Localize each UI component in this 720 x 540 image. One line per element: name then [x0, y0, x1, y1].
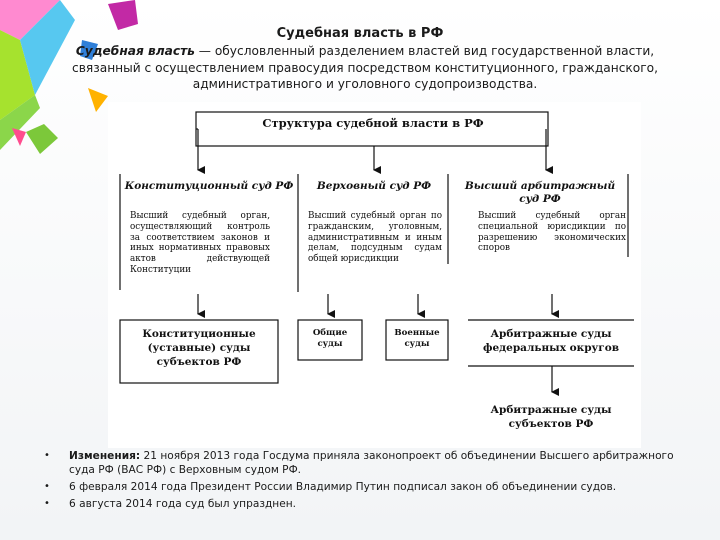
label-general: Общие суды [312, 328, 348, 349]
list-item: • Изменения: 21 ноября 2013 года Госдума … [44, 449, 684, 477]
bullet-mark: • [44, 450, 50, 461]
column-head-constitutional: Конституционный суд РФ [124, 180, 294, 192]
box-general [297, 319, 363, 361]
changes-lead: Изменения: [69, 450, 141, 462]
changes-list: • Изменения: 21 ноября 2013 года Госдума … [44, 449, 684, 514]
definition-term: Судебная власть [75, 44, 195, 58]
column-desc-arbitration: Высший судебный орган специальной юрисди… [478, 211, 626, 254]
column-head-arbitration: Высший арбитражный суд РФ [464, 180, 616, 205]
diagram-lines [119, 111, 634, 396]
box-const-regional [119, 319, 279, 384]
label-military: Военные суды [394, 328, 440, 349]
column-desc-constitutional: Высший судебный орган, осуществляющий ко… [130, 211, 270, 275]
list-item-text: 6 августа 2014 года суд был упразднен. [69, 498, 297, 510]
blue-triangle-shape [20, 0, 75, 95]
label-arb-regional: Арбитражные суды субъектов РФ [490, 404, 612, 430]
list-item-text: 21 ноября 2013 года Госдума приняла зако… [69, 450, 674, 476]
column-head-supreme: Верховный суд РФ [316, 180, 432, 192]
bullet-mark: • [44, 481, 50, 492]
definition-body: — обусловленный разделением властей вид … [72, 44, 658, 91]
bullet-mark: • [44, 498, 50, 509]
red-triangle-shape [12, 128, 26, 146]
list-item-text: 6 февраля 2014 года Президент России Вла… [69, 481, 617, 493]
decorative-shapes [0, 0, 138, 154]
green-cube-shape [26, 124, 58, 154]
list-item: • 6 августа 2014 года суд был упразднен. [44, 497, 684, 511]
light-green-shape [0, 95, 40, 150]
blue-cube-shape [80, 40, 98, 60]
definition-text: Судебная власть — обусловленный разделен… [60, 43, 670, 93]
label-arb-federal: Арбитражные суды федеральных округов [482, 328, 619, 354]
magenta-cube-shape [108, 0, 138, 30]
label-const-regional: Конституционные (уставные) суды субъекто… [142, 328, 256, 368]
pink-triangle-shape [0, 0, 60, 40]
list-item: • 6 февраля 2014 года Президент России Вл… [44, 480, 684, 494]
box-military [385, 319, 449, 361]
column-desc-supreme: Высший судебный орган по гражданским, уг… [308, 211, 442, 265]
page-title: Судебная власть в РФ [276, 26, 444, 41]
green-triangle-shape [0, 30, 35, 120]
orange-triangle-shape [88, 88, 108, 112]
court-structure-diagram: Структура судебной власти в РФ Конституц… [108, 102, 641, 448]
root-label: Структура судебной власти в РФ [262, 116, 484, 130]
